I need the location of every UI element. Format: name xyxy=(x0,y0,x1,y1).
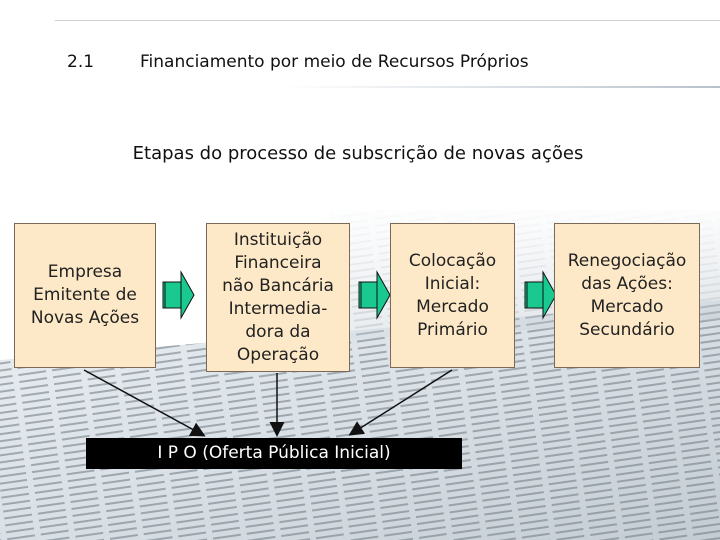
ipo-label-bar: I P O (Oferta Pública Inicial) xyxy=(86,438,462,469)
step-box-issuer-label: Empresa Emitente de Novas Ações xyxy=(31,261,139,330)
flow-arrow-2 xyxy=(359,272,390,318)
step-box-intermediary-label: Instituição Financeira não Bancária Inte… xyxy=(222,229,334,367)
connector-box3-to-ipo xyxy=(351,370,452,434)
step-box-secondary-market-label: Renegociação das Ações: Mercado Secundár… xyxy=(568,250,687,342)
step-box-primary-market-label: Colocação Inicial: Mercado Primário xyxy=(409,250,496,342)
step-box-primary-market: Colocação Inicial: Mercado Primário xyxy=(390,223,515,368)
connector-box1-to-ipo xyxy=(84,370,203,435)
step-box-issuer: Empresa Emitente de Novas Ações xyxy=(14,223,156,368)
step-box-secondary-market: Renegociação das Ações: Mercado Secundár… xyxy=(554,223,700,368)
step-box-intermediary: Instituição Financeira não Bancária Inte… xyxy=(206,223,350,372)
flow-arrow-1 xyxy=(163,272,194,318)
flow-arrow-3 xyxy=(525,272,556,318)
